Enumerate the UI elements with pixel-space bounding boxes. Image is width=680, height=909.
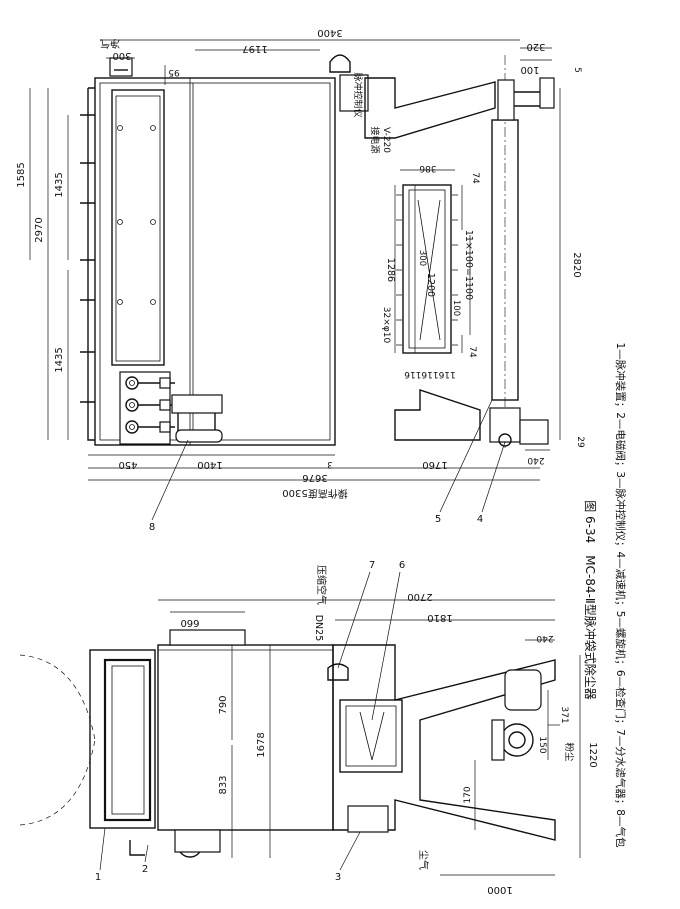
dim-1400: 1400 [197,459,222,470]
dim-2820: 2820 [571,252,582,277]
dim-1810: 1810 [427,612,452,623]
dim-5: 5 [572,67,582,73]
label-compressed-air: 压缩空气 [315,565,328,605]
screw-drive [500,723,534,757]
dim-116: 116116116 [404,369,456,379]
label-clean-air: 净气 [100,37,120,50]
label-power: 接电源 [369,126,381,153]
dim-450: 450 [118,459,137,470]
callout-4: 4 [477,514,483,525]
air-tank [171,394,223,443]
pulse-column [111,89,165,366]
housing-outline [94,77,336,446]
label-pulse-controller: 脉冲控制仪 [352,72,364,117]
side-body [157,644,334,831]
dim-95: 95 [168,67,179,77]
dim-1220: 1220 [587,742,598,767]
dim-790: 790 [218,695,229,714]
label-dust: 粉尘 [563,742,575,762]
callout-3: 3 [335,872,341,883]
dim-300-b: 300 [417,250,427,266]
dim-240-side: 240 [536,633,553,643]
pulse-valves [119,371,175,445]
callout-5: 5 [435,514,441,525]
dim-3400: 3400 [317,27,342,38]
dim-660: 660 [180,617,199,628]
callout-1: 1 [95,872,101,883]
dim-32x10: 32×φ10 [381,307,391,344]
dim-1000: 1000 [487,884,512,895]
dim-100: 100 [520,64,539,75]
label-dust-air: 尘气 [417,850,430,870]
hopper-top [364,77,496,139]
dim-2700: 2700 [407,591,432,602]
callout-2: 2 [142,864,148,875]
top-view: 3400 1197 320 100 300 95 5 1585 1435 297… [16,27,585,533]
label-dn25: DN25 [313,615,324,642]
dim-1197: 1197 [242,43,267,54]
dim-11x100: 11×100=1100 [463,230,474,300]
dim-74-a: 74 [470,172,480,184]
dim-1435-b: 1435 [54,347,65,372]
side-door [89,649,156,829]
dim-1678: 1678 [256,732,267,757]
dim-1585: 1585 [16,162,27,187]
dim-833: 833 [218,775,229,794]
dim-1286: 1286 [385,258,396,282]
dim-386: 386 [419,163,436,173]
dim-320: 320 [526,41,545,52]
dim-29: 29 [575,436,585,448]
dim-150: 150 [537,736,547,753]
dim-170: 170 [463,786,473,803]
dim-300: 300 [112,50,131,61]
callout-7: 7 [369,560,375,571]
dim-1200: 1200 [425,273,436,297]
side-view: 660 2700 1810 240 790 1678 833 371 150 1… [19,560,598,895]
figure-title: 图 6-34 MC-84-Ⅱ型脉冲袋式除尘器 [583,500,598,700]
dim-5300: 操作高度5300 [282,487,347,500]
callout-6: 6 [399,560,405,571]
hopper-bottom [394,389,481,441]
dim-371: 371 [559,706,569,723]
dim-2970: 2970 [34,217,45,242]
dim-3676: 3676 [302,472,327,483]
inspection-door [402,184,452,354]
dim-1760: 1760 [422,459,447,470]
callout-8: 8 [149,522,155,533]
dim-3: 3 [327,459,333,469]
dim-240: 240 [527,455,544,465]
dim-74-b: 74 [467,346,477,358]
dim-1435-a: 1435 [54,172,65,197]
dim-100-b: 100 [451,300,461,316]
label-voltage: V-220 [381,127,391,153]
figure-legend: 1—脉冲装置；2—电磁阀；3—脉冲控制仪；4—减速机；5—螺旋机；6—检查门；7… [614,343,627,848]
